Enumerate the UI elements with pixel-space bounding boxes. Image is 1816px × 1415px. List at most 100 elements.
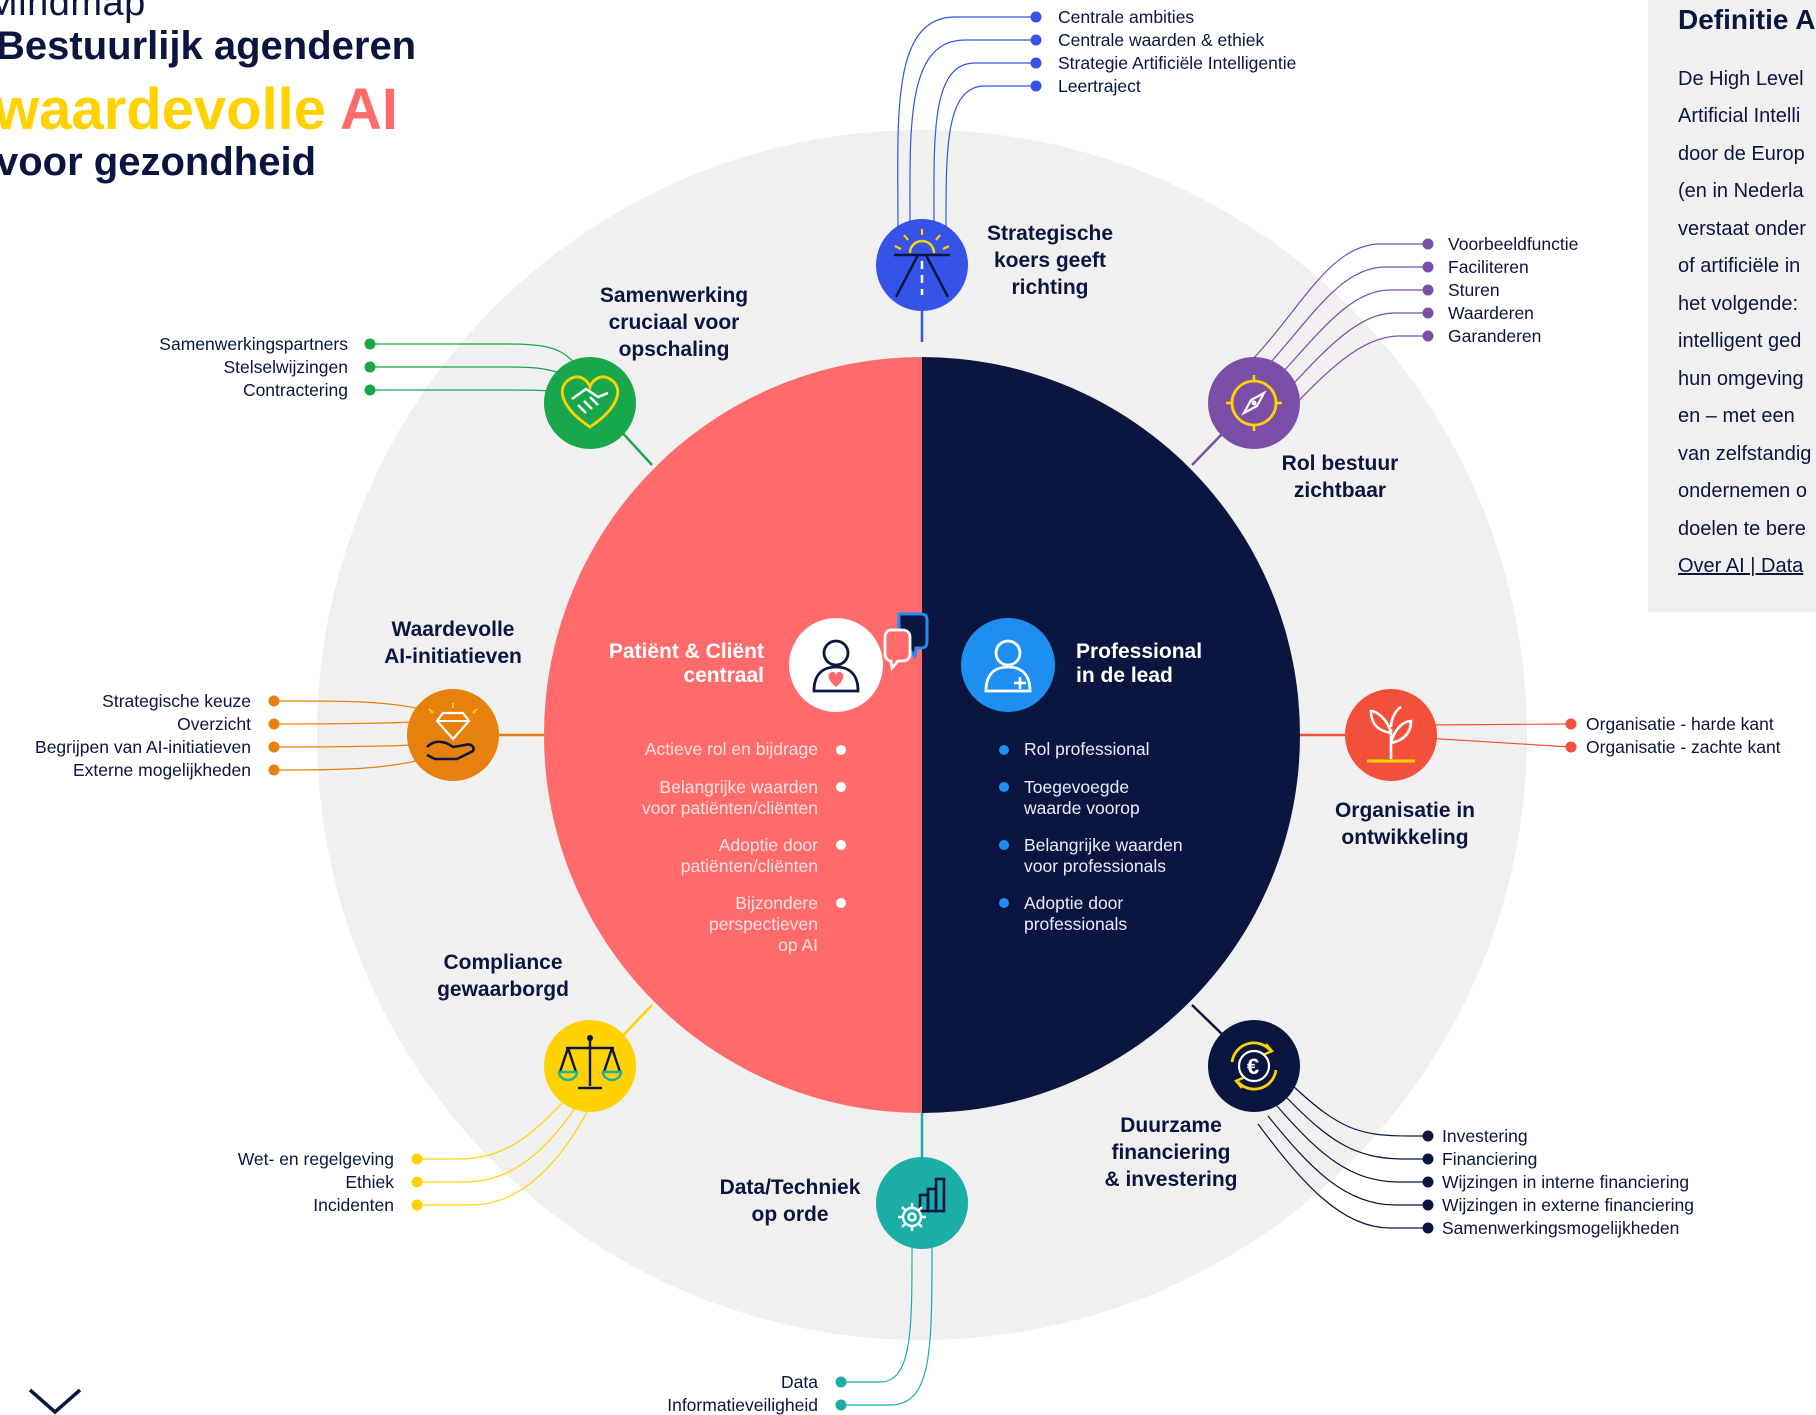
branch-title-line: AI-initiatieven bbox=[384, 645, 522, 668]
definition-line: en – met een bbox=[1678, 405, 1795, 427]
branch-title-line: Organisatie in bbox=[1334, 799, 1476, 822]
leaf-bestuur: Sturen bbox=[1448, 280, 1500, 300]
leaf-bestuur: Garanderen bbox=[1448, 326, 1542, 346]
definition-line: intelligent ged bbox=[1678, 330, 1802, 352]
definition-title: Definitie A bbox=[1678, 4, 1816, 35]
branch-title-line: Duurzame bbox=[1120, 1114, 1222, 1137]
leaf-strategie: Strategie Artificiële Intelligentie bbox=[1058, 53, 1297, 73]
branch-title-financiering: Duurzame financiering & investering bbox=[1086, 1112, 1256, 1193]
scales-icon bbox=[544, 1020, 636, 1112]
patient-item: Adoptie door patiënten/cliënten bbox=[580, 835, 818, 877]
professional-item-line: Adoptie door bbox=[1024, 893, 1124, 913]
chevron-down-icon bbox=[28, 1388, 82, 1415]
branch-title-line: opschaling bbox=[618, 338, 730, 361]
branch-title-line: Rol bestuur bbox=[1281, 452, 1399, 475]
professional-item-line: Toegevoegde bbox=[1024, 777, 1130, 797]
title-line-1: Mindmap bbox=[0, 0, 146, 24]
patient-item-line: Adoptie door bbox=[718, 835, 818, 855]
leaf-financiering: Samenwerkingsmogelijkheden bbox=[1442, 1218, 1680, 1238]
branch-title-line: zichtbaar bbox=[1293, 479, 1387, 502]
branch-title-line: & investering bbox=[1104, 1168, 1238, 1191]
patient-item-line: op AI bbox=[778, 935, 818, 955]
sprout-icon bbox=[1345, 689, 1437, 781]
title-highlight-yellow: waardevolle bbox=[0, 77, 327, 142]
leaf-bestuur: Voorbeeldfunctie bbox=[1448, 234, 1579, 254]
definition-line: hun omgeving bbox=[1678, 368, 1804, 390]
leaf-data: Data bbox=[781, 1372, 818, 1392]
professional-item-line: voor professionals bbox=[1024, 856, 1167, 876]
patient-item-line: Belangrijke waarden bbox=[659, 777, 818, 797]
professional-title-line-1: Professional bbox=[1076, 640, 1203, 663]
leaf-bestuur: Faciliteren bbox=[1448, 257, 1529, 277]
leaf-strategie: Centrale ambities bbox=[1058, 7, 1195, 27]
patient-title-line-1: Patiënt & Cliënt bbox=[608, 640, 764, 663]
title-line-3: waardevolle AI bbox=[0, 76, 398, 143]
leaf-data: Informatieveiligheid bbox=[667, 1395, 818, 1415]
road-sun-icon bbox=[876, 219, 968, 311]
professional-plus-icon bbox=[961, 618, 1055, 712]
definition-line: ondernemen o bbox=[1678, 480, 1807, 502]
branch-title-organisatie: Organisatie in ontwikkeling bbox=[1310, 797, 1500, 851]
professional-title: Professional in de lead bbox=[1076, 640, 1276, 688]
professional-item-line: Rol professional bbox=[1024, 739, 1150, 759]
definition-line: of artificiële in bbox=[1678, 255, 1801, 277]
branch-title-line: koers geeft bbox=[993, 249, 1107, 272]
branch-title-initiatieven: Waardevolle AI-initiatieven bbox=[368, 616, 538, 670]
leaf-compliance: Wet- en regelgeving bbox=[237, 1149, 394, 1169]
patient-item-line: voor patiënten/cliënten bbox=[641, 798, 818, 818]
branch-title-line: Compliance bbox=[443, 951, 563, 974]
patient-item-line: perspectieven bbox=[709, 914, 818, 934]
leaf-financiering: Financiering bbox=[1442, 1149, 1538, 1169]
leaf-compliance: Ethiek bbox=[345, 1172, 394, 1192]
professional-title-line-2: in de lead bbox=[1076, 664, 1173, 687]
compass-icon bbox=[1208, 357, 1300, 449]
definition-line: verstaat onder bbox=[1678, 218, 1806, 240]
title-highlight-coral: AI bbox=[340, 77, 399, 142]
definition-panel: Definitie A De High Level Artificial Int… bbox=[1648, 0, 1816, 612]
leaf-initiatieven: Externe mogelijkheden bbox=[72, 760, 251, 780]
chat-bubbles-icon bbox=[883, 612, 929, 672]
professional-item-line: waarde voorop bbox=[1024, 798, 1140, 818]
branch-title-line: Waardevolle bbox=[391, 618, 515, 641]
leaf-samenwerking: Stelselwijzingen bbox=[223, 357, 348, 377]
patient-item: Belangrijke waarden voor patiënten/cliën… bbox=[580, 777, 818, 819]
definition-line: Artificial Intelli bbox=[1678, 105, 1801, 127]
leaf-samenwerking: Contractering bbox=[242, 380, 348, 400]
leaf-samenwerking: Samenwerkingspartners bbox=[159, 334, 348, 354]
professional-item-line: Belangrijke waarden bbox=[1024, 835, 1183, 855]
branch-title-line: Data/Techniek bbox=[719, 1176, 861, 1199]
professional-item: Rol professional bbox=[1024, 739, 1264, 760]
branch-title-compliance: Compliance gewaarborgd bbox=[418, 949, 588, 1003]
patient-item: Actieve rol en bijdrage bbox=[580, 739, 818, 760]
leaf-initiatieven: Begrijpen van AI-initiatieven bbox=[35, 737, 251, 757]
leaf-organisatie: Organisatie - zachte kant bbox=[1586, 737, 1781, 757]
definition-link[interactable]: Over AI | Data bbox=[1678, 555, 1804, 577]
title-line-2: Bestuurlijk agenderen bbox=[0, 24, 417, 68]
patient-item-line: Bijzondere bbox=[735, 893, 818, 913]
leaf-dots bbox=[268, 11, 1577, 1411]
branch-title-samenwerking: Samenwerking cruciaal voor opschaling bbox=[584, 282, 764, 363]
leaf-compliance: Incidenten bbox=[313, 1195, 394, 1215]
branch-title-bestuur: Rol bestuur zichtbaar bbox=[1260, 450, 1420, 504]
diamond-hand-icon bbox=[407, 689, 499, 781]
euro-cycle-icon: € bbox=[1208, 1020, 1300, 1112]
patient-item-line: patiënten/cliënten bbox=[680, 856, 818, 876]
title-line-4: voor gezondheid bbox=[0, 140, 316, 184]
branch-title-line: Samenwerking bbox=[599, 284, 749, 307]
leaf-financiering: Wijzingen in externe financiering bbox=[1442, 1195, 1694, 1215]
leaf-initiatieven: Overzicht bbox=[177, 714, 251, 734]
central-left-half bbox=[544, 357, 922, 1113]
definition-line: het volgende: bbox=[1678, 293, 1799, 315]
branch-title-line: Strategische bbox=[986, 222, 1114, 245]
leaf-organisatie: Organisatie - harde kant bbox=[1586, 714, 1774, 734]
branch-title-line: ontwikkeling bbox=[1341, 826, 1469, 849]
branch-title-line: op orde bbox=[751, 1203, 829, 1226]
leader-lines bbox=[273, 16, 1571, 1406]
leaf-strategie: Leertraject bbox=[1058, 76, 1141, 96]
patient-title-line-2: centraal bbox=[683, 664, 764, 687]
gear-chart-icon bbox=[876, 1157, 968, 1249]
patient-item-line: Actieve rol en bijdrage bbox=[644, 739, 818, 759]
branch-title-line: financiering bbox=[1111, 1141, 1231, 1164]
branch-title-line: gewaarborgd bbox=[437, 978, 569, 1001]
definition-line: (en in Nederla bbox=[1678, 180, 1804, 202]
